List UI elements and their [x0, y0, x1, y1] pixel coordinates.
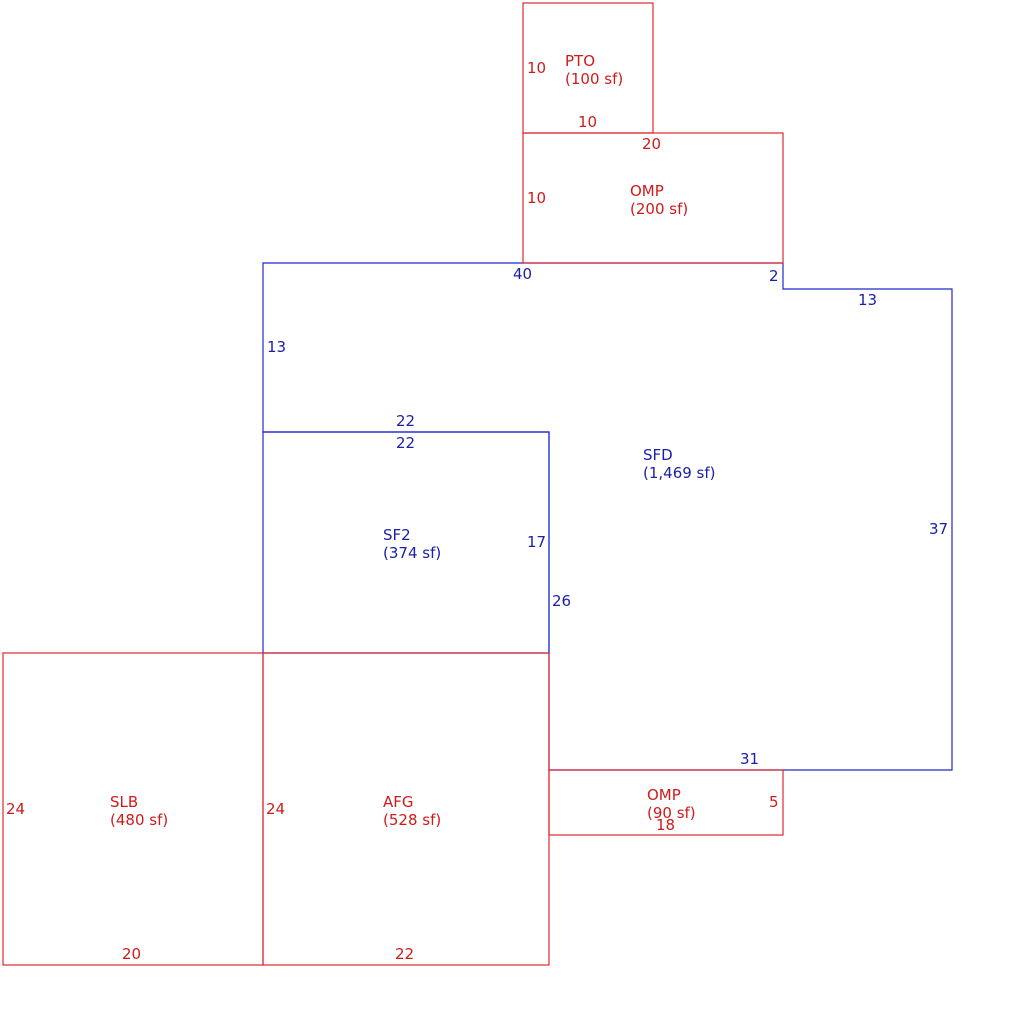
sfd-top-dim: 40 [513, 265, 532, 283]
sfd-bottom-dim: 31 [740, 750, 759, 768]
omp-bottom-area: (90 sf) [647, 804, 696, 822]
pto-side-dim: 10 [527, 59, 546, 77]
sf2-top-inner-dim: 22 [396, 434, 415, 452]
pto-name: PTO [565, 52, 595, 70]
sfd-area: (1,469 sf) [643, 464, 716, 482]
omp-bottom-outline [548, 769, 784, 836]
omp-top-area: (200 sf) [630, 200, 688, 218]
sfd-step-dim: 2 [769, 267, 779, 285]
sfd-inner-dim: 26 [552, 592, 571, 610]
omp-top-outline [522, 132, 784, 264]
sfd-right-top-dim: 13 [858, 291, 877, 309]
sfd-outline [262, 262, 953, 771]
sf2-right-dim: 17 [527, 533, 546, 551]
sfd-right-dim: 37 [929, 520, 948, 538]
sfd-left-dim: 13 [267, 338, 286, 356]
pto-bottom-dim: 10 [578, 113, 597, 131]
afg-bottom-dim: 22 [395, 945, 414, 963]
afg-area: (528 sf) [383, 811, 441, 829]
omp-bottom-name: OMP [647, 786, 681, 804]
omp-top-side-dim: 10 [527, 189, 546, 207]
slb-name: SLB [110, 793, 138, 811]
omp-bottom-side-dim: 5 [769, 793, 779, 811]
afg-left-dim: 24 [266, 800, 285, 818]
sfd-name: SFD [643, 446, 673, 464]
slb-bottom-dim: 20 [122, 945, 141, 963]
pto-area: (100 sf) [565, 70, 623, 88]
slb-area: (480 sf) [110, 811, 168, 829]
omp-top-name: OMP [630, 182, 664, 200]
omp-bottom-bottom-dim: 18 [656, 816, 675, 834]
omp-top-top-dim: 20 [642, 135, 661, 153]
afg-name: AFG [383, 793, 414, 811]
sf2-name: SF2 [383, 526, 411, 544]
sf2-top-outer-dim: 22 [396, 412, 415, 430]
sf2-area: (374 sf) [383, 544, 441, 562]
slb-left-dim: 24 [6, 800, 25, 818]
